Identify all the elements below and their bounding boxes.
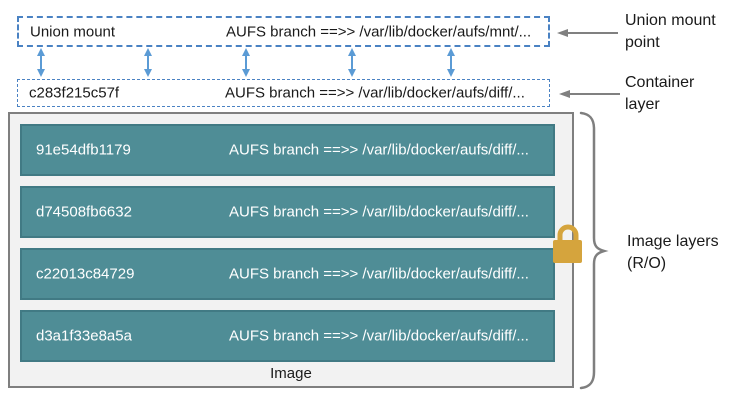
left-arrow-icon <box>557 29 620 98</box>
layer-path: AUFS branch ==>> /var/lib/docker/aufs/di… <box>229 265 529 283</box>
image-box: 91e54dfb1179 AUFS branch ==>> /var/lib/d… <box>8 112 574 388</box>
image-layer-row: c22013c84729 AUFS branch ==>> /var/lib/d… <box>20 248 555 300</box>
layer-id: d3a1f33e8a5a <box>36 327 132 345</box>
image-layer-row: d74508fb6632 AUFS branch ==>> /var/lib/d… <box>20 186 555 238</box>
image-layers-annotation: Image layers (R/O) <box>627 231 719 275</box>
union-mount-label: Union mount <box>30 23 116 40</box>
union-mount-point-annotation: Union mount point <box>625 10 716 54</box>
layer-path: AUFS branch ==>> /var/lib/docker/aufs/di… <box>229 203 529 221</box>
layer-path: AUFS branch ==>> /var/lib/docker/aufs/di… <box>229 327 529 345</box>
container-layer-box: c283f215c57f AUFS branch ==>> /var/lib/d… <box>17 79 550 107</box>
container-layer-path: AUFS branch ==>> /var/lib/docker/aufs/di… <box>225 84 525 102</box>
annotation-line: Union mount <box>625 12 716 29</box>
image-box-label: Image <box>270 365 312 382</box>
image-layer-row: 91e54dfb1179 AUFS branch ==>> /var/lib/d… <box>20 124 555 176</box>
curly-brace <box>579 111 609 390</box>
union-mount-path: AUFS branch ==>> /var/lib/docker/aufs/mn… <box>226 23 532 40</box>
annotation-line: Container <box>625 74 695 91</box>
container-layer-id: c283f215c57f <box>29 84 120 102</box>
double-arrow-icon <box>37 48 455 77</box>
container-layer-annotation: Container layer <box>625 72 694 116</box>
layer-id: 91e54dfb1179 <box>36 141 131 159</box>
annotation-line: layer <box>625 96 660 113</box>
union-mount-box: Union mount AUFS branch ==>> /var/lib/do… <box>17 16 550 47</box>
annotation-line: point <box>625 34 660 51</box>
image-layer-row: d3a1f33e8a5a AUFS branch ==>> /var/lib/d… <box>20 310 555 362</box>
layer-path: AUFS branch ==>> /var/lib/docker/aufs/di… <box>229 141 529 159</box>
layer-id: d74508fb6632 <box>36 203 132 221</box>
layer-id: c22013c84729 <box>36 265 135 283</box>
annotation-line: Image layers <box>627 233 719 250</box>
annotation-line: (R/O) <box>627 255 667 272</box>
